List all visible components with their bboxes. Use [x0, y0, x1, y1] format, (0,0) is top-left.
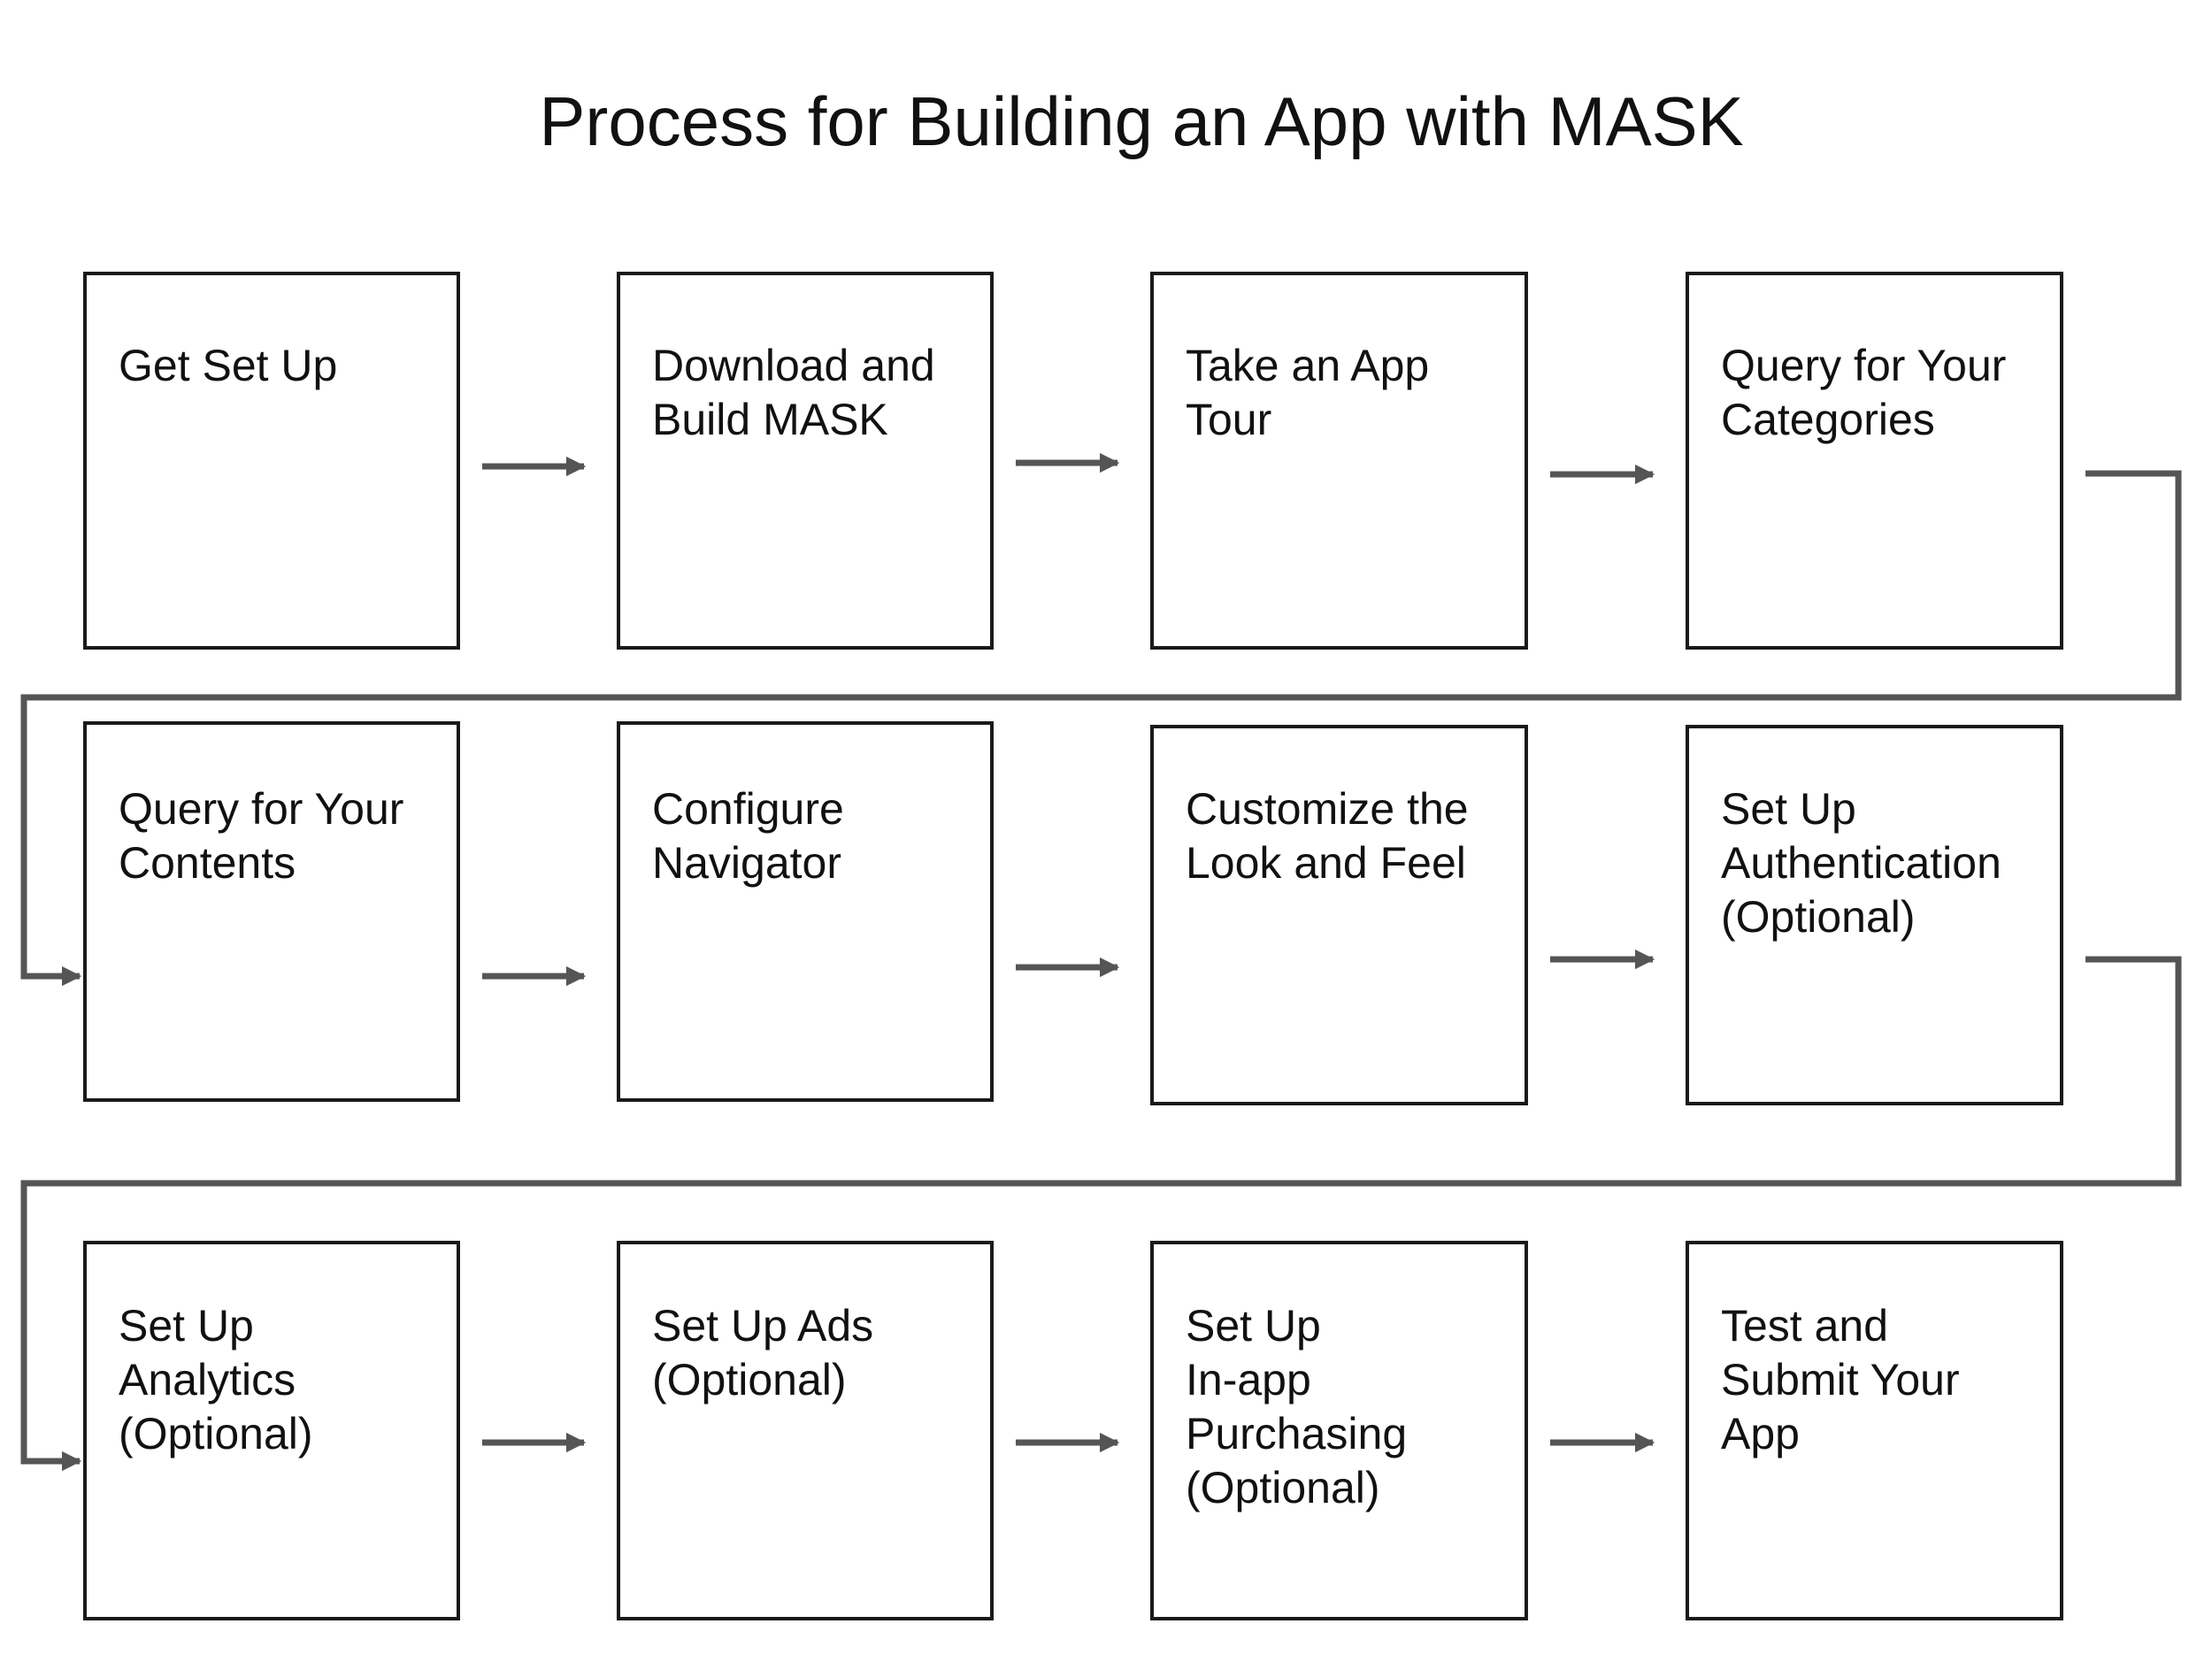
step-label: Download and Build MASK [652, 341, 935, 444]
step-label: Set Up In-app Purchasing (Optional) [1186, 1301, 1408, 1512]
step-label: Take an App Tour [1186, 341, 1430, 444]
step-customize-look-and-feel: Customize the Look and Feel [1150, 725, 1528, 1105]
arrow-4-to-5 [20, 470, 2182, 987]
step-label: Set Up Analytics (Optional) [119, 1301, 313, 1458]
step-configure-navigator: Configure Navigator [617, 721, 994, 1102]
step-set-up-in-app-purchasing: Set Up In-app Purchasing (Optional) [1150, 1241, 1528, 1620]
step-label: Configure Navigator [652, 784, 844, 888]
step-label: Query for Your Contents [119, 784, 404, 888]
step-query-for-categories: Query for Your Categories [1686, 272, 2063, 650]
step-label: Query for Your Categories [1721, 341, 2007, 444]
step-test-and-submit: Test and Submit Your App [1686, 1241, 2063, 1620]
step-label: Test and Submit Your App [1721, 1301, 1960, 1458]
step-download-and-build-mask: Download and Build MASK [617, 272, 994, 650]
diagram-title: Process for Building an App with MASK [539, 82, 1744, 160]
step-query-for-contents: Query for Your Contents [83, 721, 460, 1102]
step-label: Get Set Up [119, 341, 338, 390]
step-label: Set Up Authentication (Optional) [1721, 784, 2001, 942]
step-set-up-analytics: Set Up Analytics (Optional) [83, 1241, 460, 1620]
step-take-an-app-tour: Take an App Tour [1150, 272, 1528, 650]
step-set-up-ads: Set Up Ads (Optional) [617, 1241, 994, 1620]
step-label: Set Up Ads (Optional) [652, 1301, 874, 1404]
step-get-set-up: Get Set Up [83, 272, 460, 650]
step-set-up-authentication: Set Up Authentication (Optional) [1686, 725, 2063, 1105]
step-label: Customize the Look and Feel [1186, 784, 1469, 888]
arrow-8-to-9 [20, 956, 2182, 1472]
